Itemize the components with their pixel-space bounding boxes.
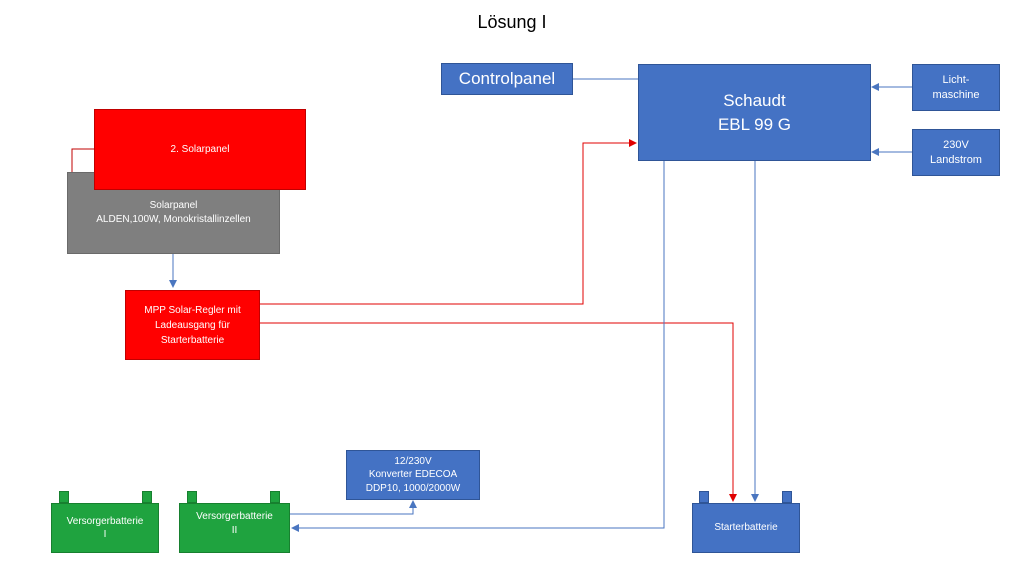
lichtmaschine-box: Licht- maschine	[912, 64, 1000, 111]
battery-terminal	[699, 491, 709, 503]
wire-versorger2-konverter	[290, 500, 417, 515]
konverter-label-line2: Konverter EDECOA	[368, 469, 458, 481]
battery-terminal	[270, 491, 280, 503]
starterbatterie-box: Starterbatterie	[692, 503, 800, 553]
mpp-label-line1: MPP Solar-Regler mit	[144, 304, 241, 316]
konverter-label-line3: DDP10, 1000/2000W	[365, 482, 461, 494]
wire-mpp-schaudt	[260, 139, 637, 305]
starterbatterie-label: Starterbatterie	[714, 522, 778, 534]
wire-schaudt-versorger2	[291, 161, 665, 532]
schaudt-ebl-box: Schaudt EBL 99 G	[638, 64, 871, 161]
landstrom-box: 230V Landstrom	[912, 129, 1000, 176]
diagram-title: Lösung I	[477, 12, 547, 32]
solarpanel-2-label: 2. Solarpanel	[170, 143, 230, 155]
versorger1-label-line1: Versorgerbatterie	[66, 515, 144, 527]
battery-terminal	[187, 491, 197, 503]
lichtmaschine-label-line2: maschine	[932, 88, 980, 101]
wire-mpp-starterbatterie	[260, 322, 737, 502]
lichtmaschine-label-line1: Licht-	[942, 73, 970, 86]
battery-terminal	[142, 491, 152, 503]
konverter-label-line1: 12/230V	[394, 455, 432, 467]
solarpanel-label-line1: Solarpanel	[149, 200, 198, 211]
schaudt-label-line2: EBL 99 G	[717, 114, 792, 134]
konverter-box: 12/230V Konverter EDECOA DDP10, 1000/200…	[346, 450, 480, 500]
battery-terminal	[782, 491, 792, 503]
controlpanel-box: Controlpanel	[441, 63, 573, 95]
mpp-label-line3: Starterbatterie	[160, 334, 225, 346]
wire-solarpanel2-solarpanel	[71, 148, 95, 172]
solarpanel-2-box: 2. Solarpanel	[94, 109, 306, 190]
mpp-label-line2: Ladeausgang für	[154, 319, 231, 331]
versorger1-label-line2: I	[103, 529, 107, 540]
versorger2-label-line1: Versorgerbatterie	[196, 511, 273, 522]
landstrom-label-line2: Landstrom	[930, 153, 982, 166]
mpp-solar-regler-box: MPP Solar-Regler mit Ladeausgang für Sta…	[125, 290, 260, 360]
versorgerbatterie-2-box: Versorgerbatterie II	[179, 503, 290, 553]
battery-terminal	[59, 491, 69, 503]
schaudt-label-line1: Schaudt	[723, 90, 786, 110]
versorgerbatterie-1-box: Versorgerbatterie I	[51, 503, 159, 553]
versorger2-label-line2: II	[231, 524, 238, 536]
controlpanel-label: Controlpanel	[458, 68, 556, 88]
landstrom-label-line1: 230V	[943, 138, 969, 151]
solarpanel-label-line2: ALDEN,100W, Monokristallinzellen	[96, 213, 251, 225]
